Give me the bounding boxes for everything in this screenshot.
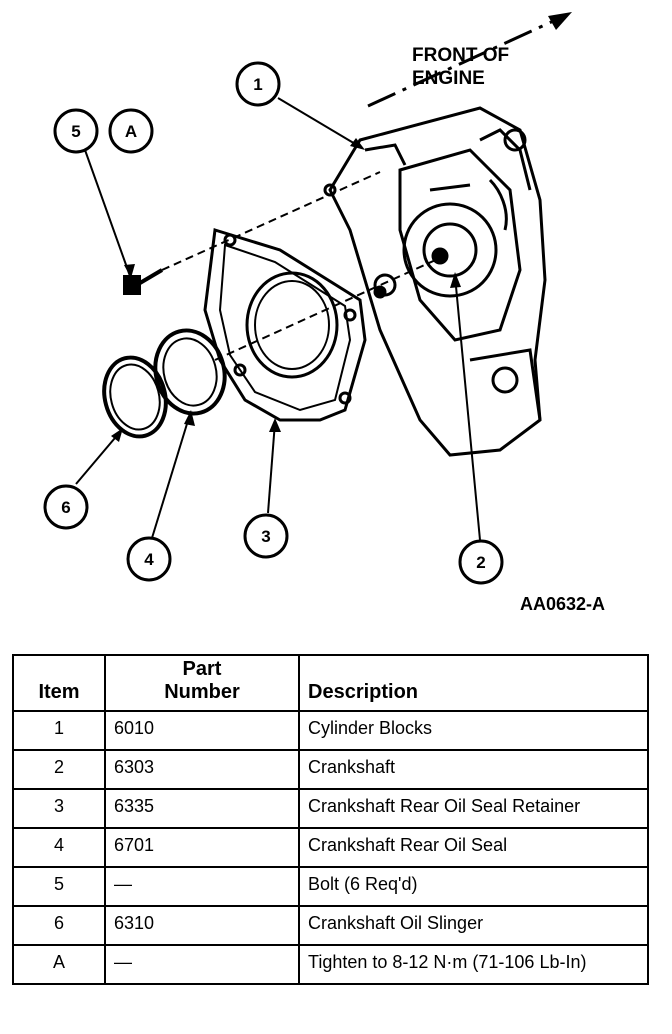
table-row: 2 6303 Crankshaft — [12, 749, 649, 790]
callout-a: A — [108, 108, 154, 154]
cell-item: 3 — [12, 788, 106, 829]
cell-description: Crankshaft Rear Oil Seal Retainer — [298, 788, 649, 829]
svg-text:1: 1 — [253, 75, 262, 94]
cell-item: A — [12, 944, 106, 985]
svg-text:2: 2 — [476, 553, 485, 572]
cell-part: 6010 — [104, 710, 300, 751]
cell-description: Crankshaft Rear Oil Seal — [298, 827, 649, 868]
cylinder-block-drawing — [323, 106, 547, 457]
seal-retainer-drawing — [203, 228, 367, 422]
svg-text:5: 5 — [71, 122, 80, 141]
front-of-engine-indicator: FRONT OF ENGINE — [367, 12, 572, 108]
callout-1: 1 — [235, 61, 281, 107]
cell-item: 5 — [12, 866, 106, 907]
cell-part: — — [104, 866, 300, 907]
table-row: 6 6310 Crankshaft Oil Slinger — [12, 905, 649, 946]
callout-6: 6 — [43, 484, 89, 530]
header-item: Item — [12, 654, 106, 712]
table-row: A — Tighten to 8-12 N·m (71-106 Lb-In) — [12, 944, 649, 985]
leader-arrowheads — [111, 138, 461, 442]
cell-item: 6 — [12, 905, 106, 946]
bolt-drawing — [123, 268, 164, 295]
callout-3: 3 — [243, 513, 289, 559]
cell-description: Tighten to 8-12 N·m (71-106 Lb-In) — [298, 944, 649, 985]
exploded-diagram: FRONT OF ENGINE — [43, 12, 572, 585]
header-part-number: Part Number — [104, 654, 300, 712]
table-row: 4 6701 Crankshaft Rear Oil Seal — [12, 827, 649, 868]
parts-table: Item Part Number Description 1 6010 Cyli… — [12, 654, 649, 985]
table-row: 3 6335 Crankshaft Rear Oil Seal Retainer — [12, 788, 649, 829]
cell-item: 4 — [12, 827, 106, 868]
figure-id: AA0632-A — [520, 594, 606, 614]
oil-seal-drawing — [153, 328, 227, 416]
cell-description: Cylinder Blocks — [298, 710, 649, 751]
oil-slinger-drawing — [102, 355, 168, 439]
header-description: Description — [298, 654, 649, 712]
table-row: 5 — Bolt (6 Req'd) — [12, 866, 649, 907]
callout-2: 2 — [458, 539, 504, 585]
cell-part: — — [104, 944, 300, 985]
svg-text:4: 4 — [144, 550, 154, 569]
cell-description: Crankshaft Oil Slinger — [298, 905, 649, 946]
cell-item: 1 — [12, 710, 106, 751]
callout-5: 5 — [53, 108, 99, 154]
table-header-row: Item Part Number Description — [12, 654, 649, 712]
cell-part: 6303 — [104, 749, 300, 790]
cell-part: 6310 — [104, 905, 300, 946]
cell-description: Crankshaft — [298, 749, 649, 790]
cell-part: 6335 — [104, 788, 300, 829]
svg-text:3: 3 — [261, 527, 270, 546]
cell-description: Bolt (6 Req'd) — [298, 866, 649, 907]
leader-lines — [75, 97, 481, 541]
front-of-engine-label-line2: ENGINE — [412, 68, 485, 89]
header-part-line2: Number — [164, 681, 240, 703]
header-part-line1: Part — [182, 658, 222, 680]
svg-text:A: A — [125, 122, 137, 141]
table-row: 1 6010 Cylinder Blocks — [12, 710, 649, 751]
cell-part: 6701 — [104, 827, 300, 868]
assembly-alignment-lines — [161, 171, 441, 361]
callout-4: 4 — [126, 536, 172, 582]
svg-text:6: 6 — [61, 498, 70, 517]
front-of-engine-label-line1: FRONT OF — [412, 45, 509, 66]
cell-item: 2 — [12, 749, 106, 790]
